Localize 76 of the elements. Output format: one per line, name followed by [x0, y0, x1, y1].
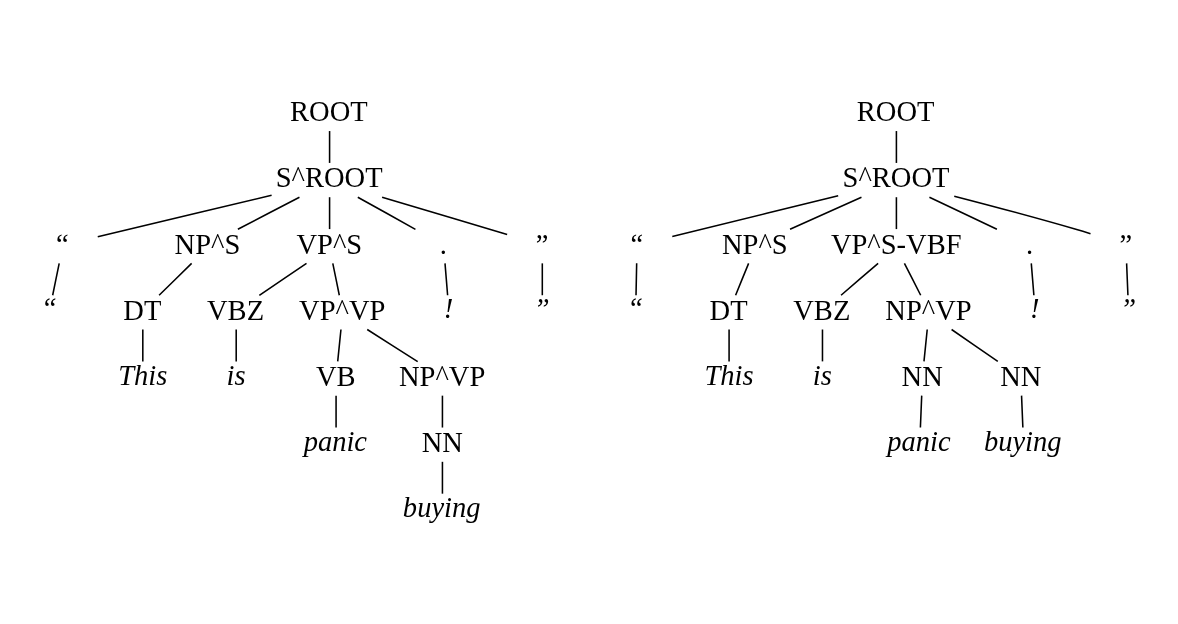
connector [635, 262, 638, 296]
node-text: ROOT [290, 95, 368, 127]
connector [953, 194, 1092, 234]
node-text: VBZ [207, 294, 265, 326]
node-text: buying [402, 491, 481, 523]
connector [96, 194, 273, 237]
node-text: . [439, 228, 447, 260]
connector [235, 328, 237, 362]
connector [903, 262, 922, 296]
node-text: NN [421, 426, 463, 458]
node-text: VP^S-VBF [830, 228, 962, 260]
node-text: ” [535, 228, 549, 260]
connector [357, 195, 417, 230]
connector [444, 262, 449, 296]
connector [1030, 262, 1035, 296]
connector [1020, 394, 1024, 428]
node-text: DT [123, 294, 162, 326]
node-text: NP^VP [398, 360, 486, 392]
connector [671, 194, 839, 237]
connector [928, 195, 998, 230]
node-text: VP^VP [299, 294, 386, 326]
connector [258, 262, 308, 296]
node-text: NP^S [174, 228, 241, 260]
connector [821, 328, 824, 362]
connector [919, 394, 923, 428]
connector [366, 328, 419, 362]
node-text: panic [303, 425, 368, 457]
node-text: ! [1030, 292, 1040, 324]
connector [734, 262, 750, 296]
node-text: VBZ [793, 294, 851, 326]
node-text: “ [627, 292, 644, 324]
node-text: S^ROOT [275, 161, 383, 193]
connector [541, 262, 544, 296]
connector [381, 195, 508, 235]
connector [328, 195, 331, 230]
node-text: buying [983, 425, 1062, 457]
node-text: This [704, 359, 754, 391]
connector [895, 129, 898, 164]
node-text: ” [1119, 228, 1133, 260]
node-text: VP^S [296, 228, 363, 260]
connector [950, 328, 999, 362]
connector [441, 394, 444, 428]
connector [158, 262, 193, 296]
node-text: ! [443, 292, 454, 324]
connector [728, 328, 730, 362]
connector [895, 195, 898, 230]
node-text: “ [40, 292, 57, 324]
node-text: ROOT [856, 95, 935, 127]
connector [840, 262, 879, 296]
connector [441, 460, 444, 494]
node-text: “ [55, 228, 69, 260]
connector [336, 328, 342, 362]
connector [332, 262, 341, 296]
node-text: NN [1000, 360, 1042, 392]
connector [923, 328, 928, 362]
node-text: ” [1120, 292, 1137, 324]
node-text: . [1026, 228, 1034, 260]
node-text: DT [709, 294, 748, 326]
node-text: “ [630, 228, 644, 260]
node-text: NP^S [721, 228, 788, 260]
node-text: NN [901, 360, 943, 392]
connector [335, 394, 337, 428]
connector [51, 262, 60, 296]
node-text: NP^VP [885, 294, 972, 326]
connector [789, 195, 863, 230]
connector [237, 195, 301, 230]
node-text: S^ROOT [842, 161, 950, 193]
connector [1125, 262, 1129, 296]
node-text: is [226, 359, 246, 391]
node-text: This [118, 359, 168, 391]
node-text: panic [887, 425, 951, 457]
connector [142, 328, 144, 362]
node-text: is [812, 359, 832, 391]
node-text: VB [315, 360, 356, 392]
connector [328, 129, 331, 164]
node-text: ” [533, 292, 550, 324]
